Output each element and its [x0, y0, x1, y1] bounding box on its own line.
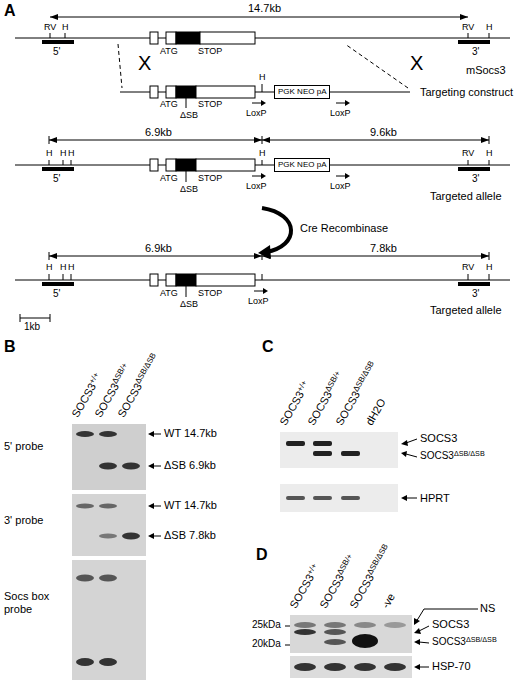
lane-label: -ve [379, 591, 398, 611]
text-label: H [486, 148, 493, 158]
text-label: ΔSB [180, 184, 198, 194]
text-label: 6.9kb [145, 242, 172, 255]
text-label: ΔSB 6.9kb [164, 459, 216, 472]
text-label: 1kb [24, 321, 40, 333]
text-label: Socs box probe [4, 590, 66, 615]
text-label: X [410, 52, 423, 75]
text-label: 9.6kb [370, 126, 397, 139]
text-label: LoxP [246, 108, 267, 118]
text-label: H [486, 262, 493, 272]
text-label: H [259, 148, 266, 158]
panel-letter: A [4, 2, 16, 20]
text-label: HSP-70 [432, 660, 471, 673]
text-label: H [46, 148, 53, 158]
text-label: RV [462, 262, 474, 272]
text-label: STOP [198, 173, 222, 183]
text-label: 3' [472, 46, 479, 58]
text-label: X [138, 52, 151, 75]
panel-letter: B [4, 338, 16, 356]
text-label: LoxP [330, 181, 351, 191]
text-label: 20kDa [252, 638, 281, 650]
text-label: Targeted allele [430, 190, 502, 203]
text-label: 5' [53, 288, 60, 300]
text-label: SOCS3ΔSB/ΔSB [432, 636, 497, 648]
text-label: 3' probe [4, 514, 43, 527]
cassette-box: PGK NEO pA [274, 158, 330, 172]
text-label: H [259, 72, 266, 82]
text-label: Targeting construct [420, 86, 513, 99]
text-label: mSocs3 [466, 64, 506, 77]
text-label: SOCS3ΔSB/ΔSB [420, 450, 485, 462]
text-label: 5' [53, 173, 60, 185]
text-label: LoxP [330, 108, 351, 118]
text-label: LoxP [248, 296, 269, 306]
text-label: H [60, 262, 67, 272]
text-label: SOCS3 [420, 432, 457, 445]
text-label: H [486, 22, 493, 32]
text-label: ATG [160, 288, 178, 298]
lane-label: dH2O [363, 397, 388, 428]
text-label: 14.7kb [248, 2, 281, 15]
text-label: H [68, 262, 75, 272]
text-label: H [62, 22, 69, 32]
text-label: RV [44, 22, 56, 32]
text-label: WT 14.7kb [164, 427, 217, 440]
text-label: NS [480, 602, 495, 615]
text-label: RV [462, 148, 474, 158]
text-label: ΔSB 7.8kb [164, 529, 216, 542]
text-label: ΔSB [180, 110, 198, 120]
text-label: HPRT [420, 492, 450, 505]
text-label: 6.9kb [145, 126, 172, 139]
cassette-box: PGK NEO pA [274, 85, 330, 99]
text-label: 5' [53, 46, 60, 58]
text-label: ATG [160, 99, 178, 109]
text-label: LoxP [246, 181, 267, 191]
text-label: SOCS3 [432, 618, 469, 631]
text-label: Targeted allele [430, 304, 502, 317]
text-label: 5' probe [4, 440, 43, 453]
panel-letter: D [256, 546, 268, 564]
text-label: WT 14.7kb [164, 499, 217, 512]
text-label: 7.8kb [370, 242, 397, 255]
cassette-label: PGK NEO pA [278, 87, 326, 96]
cassette-label: PGK NEO pA [278, 160, 326, 169]
text-label: ATG [160, 46, 178, 56]
text-label: H [68, 148, 75, 158]
text-label: STOP [198, 46, 222, 56]
text-label: 3' [472, 288, 479, 300]
text-label: 25kDa [252, 619, 281, 631]
text-label: H [60, 148, 67, 158]
text-label: ATG [160, 173, 178, 183]
text-label: RV [462, 22, 474, 32]
text-label: Cre Recombinase [300, 222, 388, 235]
text-label: H [46, 262, 53, 272]
text-label: STOP [198, 288, 222, 298]
text-label: STOP [198, 99, 222, 109]
panel-letter: C [262, 338, 274, 356]
text-label: 3' [472, 173, 479, 185]
text-label: ΔSB [180, 299, 198, 309]
